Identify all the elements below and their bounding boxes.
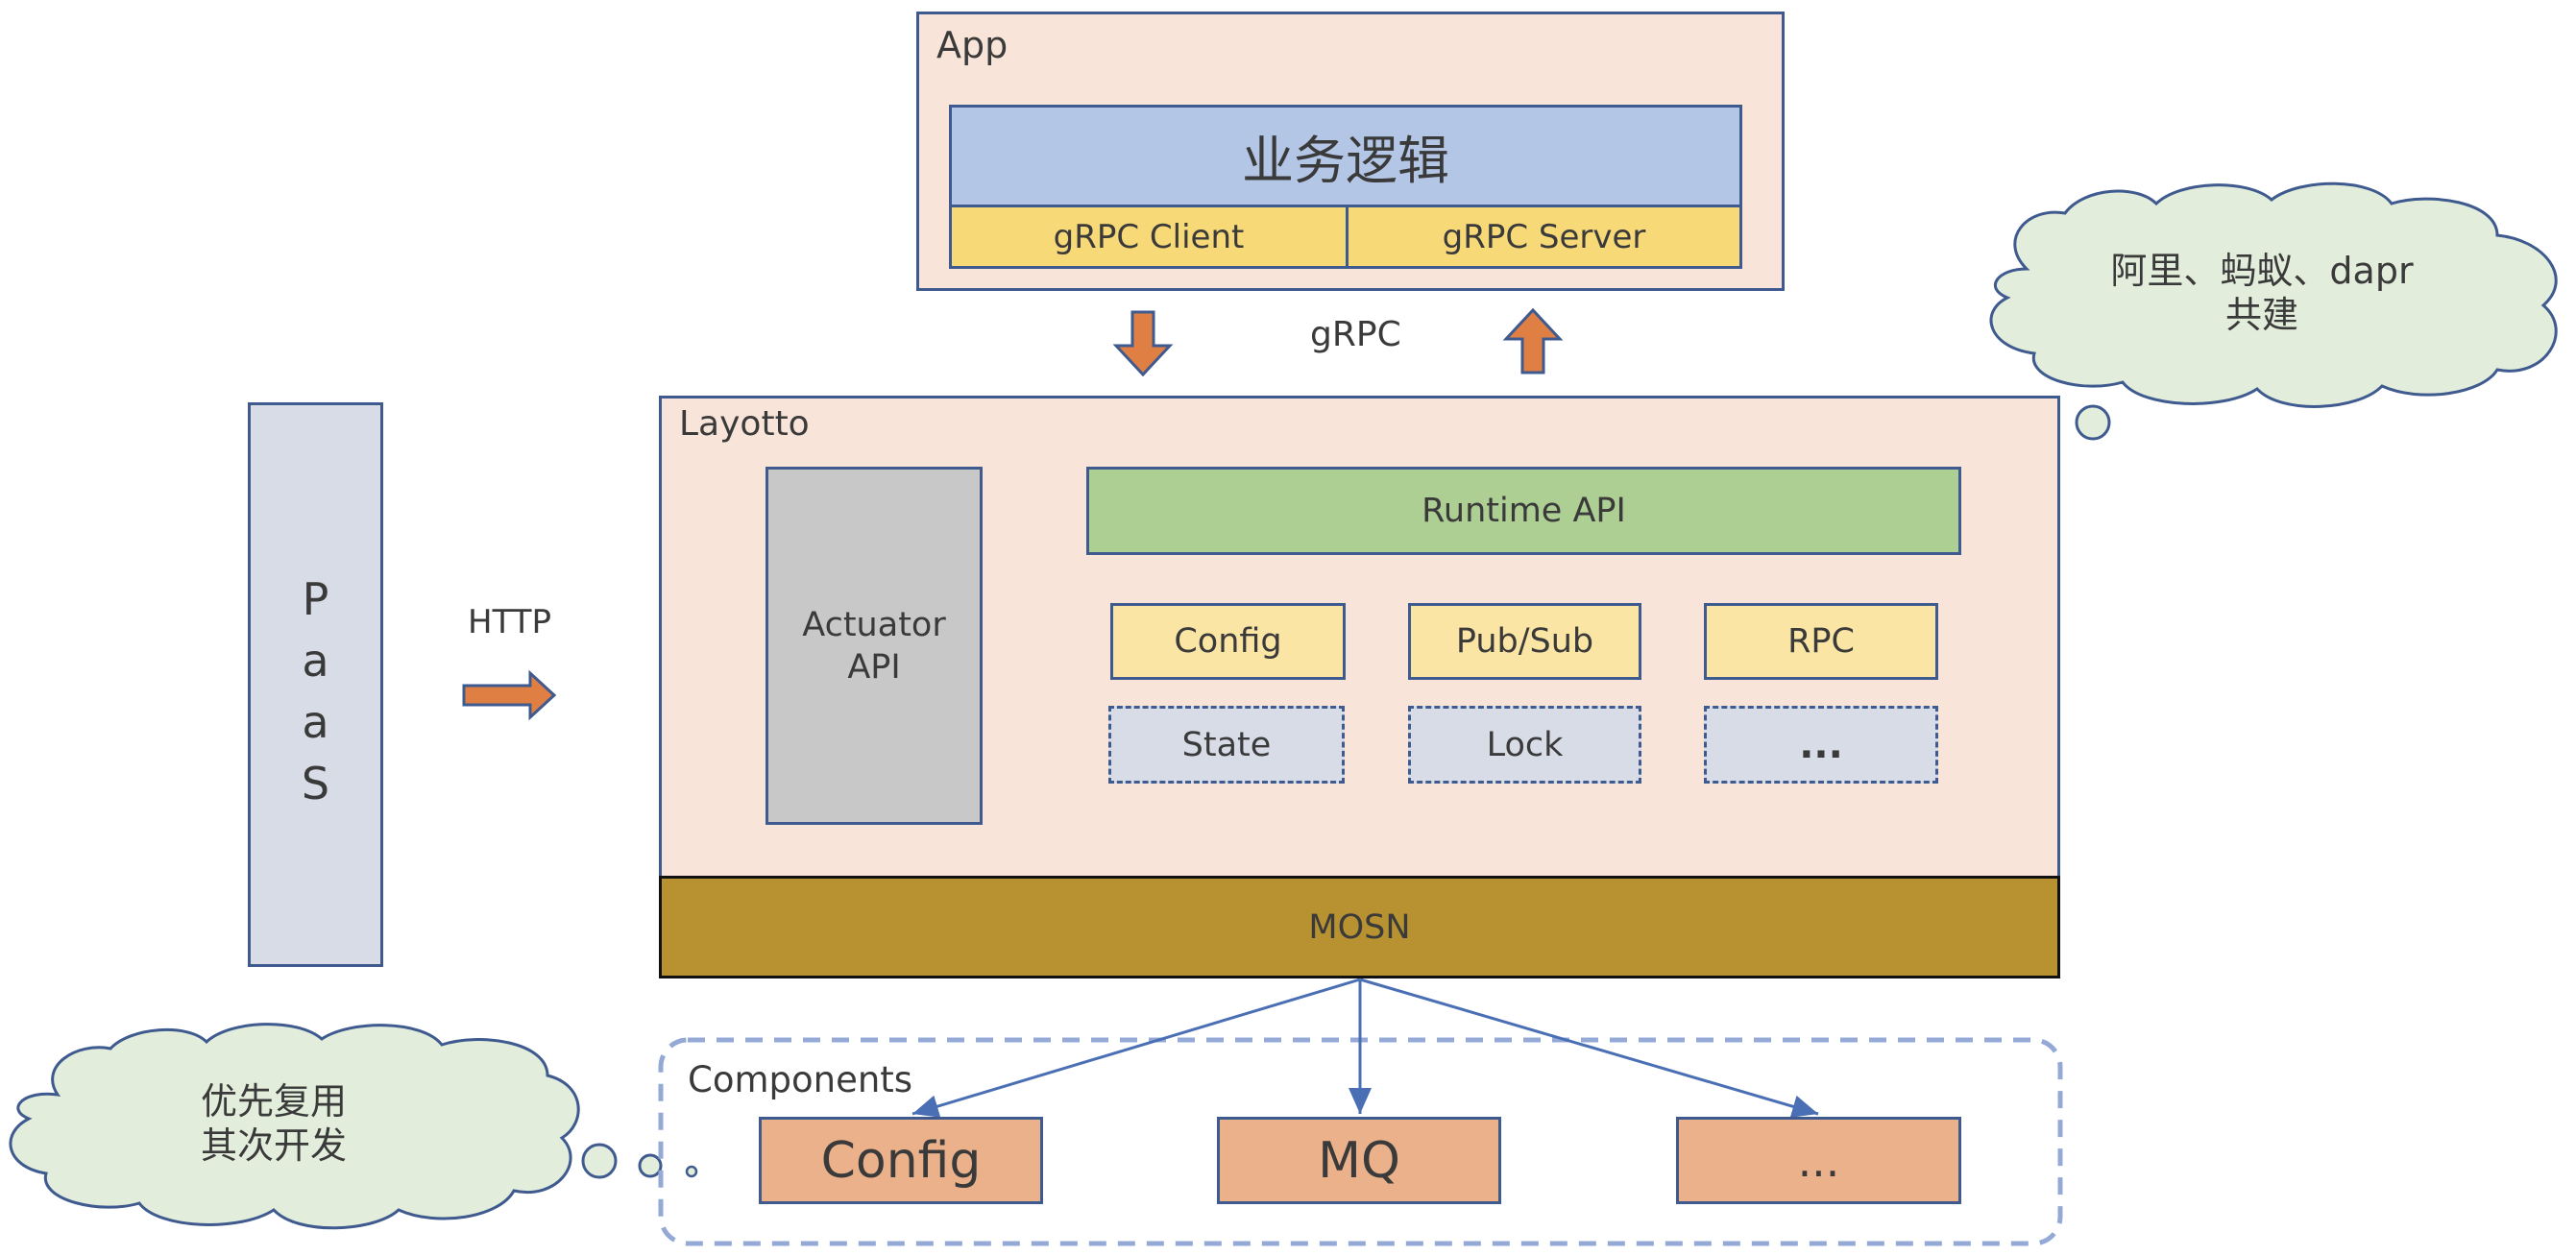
api-label: State [1181,725,1272,764]
api-rpc-box: RPC [1704,603,1938,680]
grpc-client-label: gRPC Client [1053,217,1245,256]
component-label: ... [1797,1134,1840,1187]
components-title: Components [688,1059,913,1100]
cloud-left-line1: 优先复用 [200,1080,347,1123]
grpc-server-label: gRPC Server [1442,217,1646,256]
paas-box: P a a S [248,402,383,967]
api-label: ... [1799,722,1843,767]
http-label: HTTP [468,603,552,641]
grpc-client-box: gRPC Client [949,205,1349,269]
api-state-box: State [1108,706,1345,784]
app-title: App [936,24,1009,66]
api-label: Config [1174,622,1282,661]
component-more-box: ... [1676,1117,1961,1204]
runtime-api-label: Runtime API [1422,492,1626,530]
component-mq-box: MQ [1217,1117,1501,1204]
actuator-label-line2: API [847,647,901,687]
paas-letter: a [302,635,329,687]
paas-letter: S [301,758,330,809]
mosn-label: MOSN [1308,907,1411,947]
paas-label: P a a S [251,568,380,814]
actuator-api-box: Actuator API [766,467,983,825]
api-label: Pub/Sub [1455,622,1594,661]
cloud-right-line1: 阿里、蚂蚁、dapr [2110,250,2414,292]
business-logic-box: 业务逻辑 [949,105,1742,207]
business-logic-label: 业务逻辑 [1242,131,1449,191]
api-pubsub-box: Pub/Sub [1408,603,1641,680]
cloud-right-line2: 共建 [2224,294,2298,336]
api-label: RPC [1787,622,1855,661]
cloud-left [9,1023,698,1230]
api-more-box: ... [1704,706,1938,784]
paas-letter: P [302,573,329,625]
grpc-up-arrow [1502,307,1564,374]
mosn-box: MOSN [659,876,2060,978]
layotto-title: Layotto [679,404,810,444]
api-lock-box: Lock [1408,706,1641,784]
cloud-right-text: 阿里、蚂蚁、dapr 共建 [2036,235,2488,350]
cloud-left-text: 优先复用 其次开发 [115,1071,432,1176]
component-label: MQ [1318,1131,1400,1190]
cloud-left-line2: 其次开发 [200,1124,347,1167]
component-config-box: Config [759,1117,1043,1204]
connector-config [911,978,1361,1118]
api-label: Lock [1486,725,1564,764]
paas-letter: a [302,696,329,748]
runtime-api-box: Runtime API [1086,467,1961,555]
grpc-down-arrow [1112,310,1174,377]
component-label: Config [820,1131,982,1190]
http-right-arrow [462,669,557,721]
connector-more [1359,978,1819,1118]
grpc-label: gRPC [1310,315,1401,354]
grpc-server-box: gRPC Server [1346,205,1742,269]
api-config-box: Config [1110,603,1346,680]
actuator-label-line1: Actuator [802,605,946,644]
